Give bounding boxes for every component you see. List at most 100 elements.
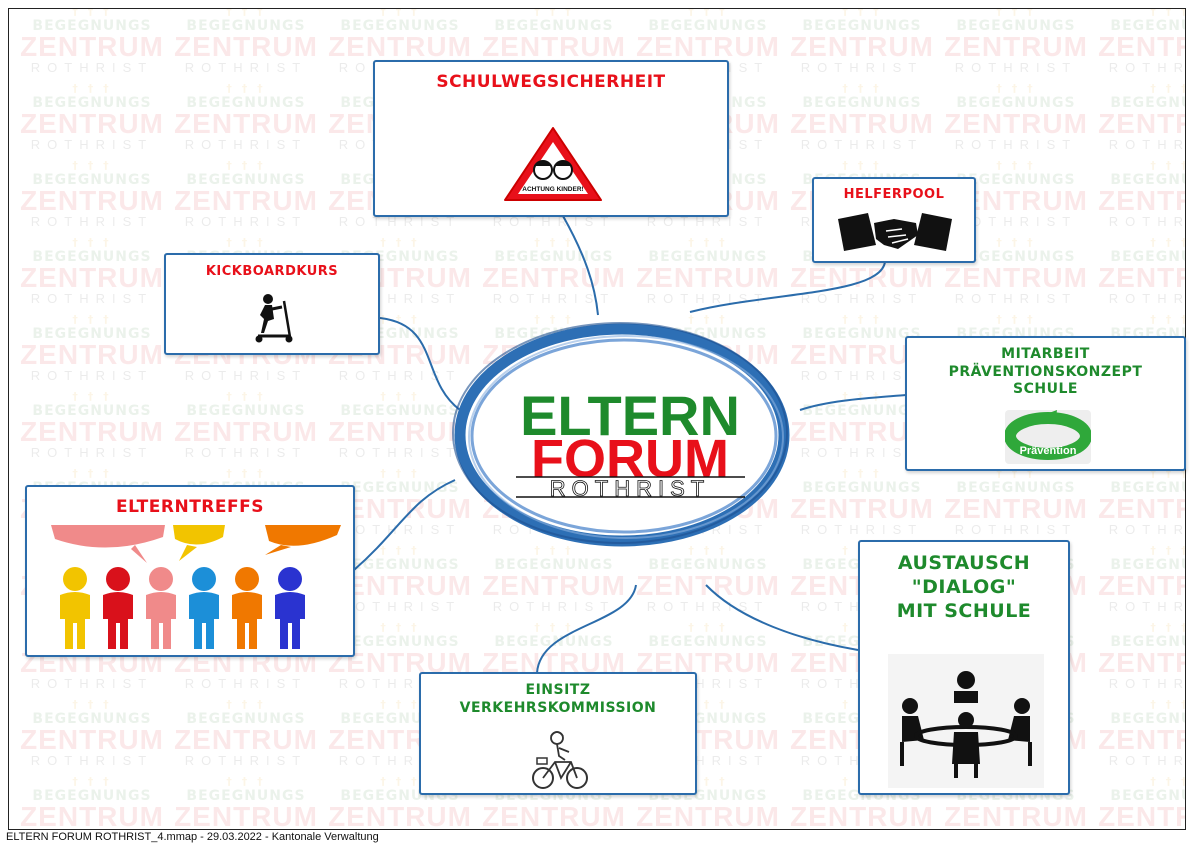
- watermark-line-2: ZENTRUM: [1098, 185, 1185, 216]
- watermark-figures: † † †: [842, 159, 882, 172]
- speech-bubble-tail: [179, 545, 197, 561]
- watermark-line-3: ROTHRIST: [954, 522, 1078, 537]
- watermark-line-3: ROTHRIST: [30, 676, 154, 691]
- watermark-line-1: BEGEGNUNGS: [802, 403, 922, 419]
- node-praeventionskonzept[interactable]: MITARBEIT PRÄVENTIONSKONZEPT SCHULE Präv…: [905, 336, 1186, 471]
- watermark-line-2: ZENTRUM: [1098, 570, 1185, 601]
- watermark-line-3: ROTHRIST: [492, 599, 616, 614]
- watermark-line-2: ZENTRUM: [482, 801, 626, 830]
- watermark-line-3: ROTHRIST: [1108, 291, 1185, 306]
- watermark-line-1: BEGEGNUNGS: [1110, 480, 1185, 496]
- sign-text: ACHTUNG KINDER!: [522, 186, 583, 193]
- watermark-line-2: ZENTRUM: [790, 801, 934, 830]
- watermark-line-3: ROTHRIST: [184, 60, 308, 75]
- prevention-badge-icon: Prävention: [1005, 410, 1091, 464]
- watermark-line-2: ZENTRUM: [174, 108, 318, 139]
- watermark-line-1: BEGEGNUNGS: [1110, 711, 1185, 727]
- watermark-figures: † † †: [688, 313, 728, 326]
- watermark-line-1: BEGEGNUNGS: [956, 18, 1076, 34]
- watermark-figures: † † †: [534, 9, 574, 18]
- handshake-icon: [838, 213, 952, 251]
- watermark-line-1: BEGEGNUNGS: [802, 18, 922, 34]
- person-figure: [232, 567, 262, 649]
- watermark-line-1: BEGEGNUNGS: [186, 711, 306, 727]
- watermark-figures: † † †: [1150, 544, 1185, 557]
- watermark-figures: † † †: [380, 775, 420, 788]
- node-einsitz-verkehrskommission[interactable]: EINSITZ VERKEHRSKOMMISSION: [419, 672, 697, 795]
- node-title: KICKBOARDKURS: [205, 264, 339, 279]
- link-schulweg: [562, 215, 599, 316]
- title-line-2: VERKEHRSKOMMISSION: [459, 699, 657, 716]
- logo-eltern: ELTERN: [520, 384, 740, 447]
- watermark-line-2: ZENTRUM: [328, 416, 472, 447]
- watermark-figures: † † †: [72, 313, 112, 326]
- watermark-line-1: BEGEGNUNGS: [1110, 18, 1185, 34]
- node-title: MITARBEIT PRÄVENTIONSKONZEPT SCHULE: [907, 346, 1184, 399]
- watermark-figures: † † †: [842, 313, 882, 326]
- node-title: ELTERNTREFFS: [116, 497, 264, 517]
- node-title: HELFERPOOL: [843, 187, 945, 202]
- link-austausch: [705, 584, 859, 651]
- watermark-line-1: BEGEGNUNGS: [32, 711, 152, 727]
- node-elterntreffs[interactable]: ELTERNTREFFS: [25, 485, 355, 657]
- node-austausch-dialog[interactable]: AUSTAUSCH "DIALOG" MIT SCHULE: [858, 540, 1070, 795]
- watermark-line-1: BEGEGNUNGS: [648, 18, 768, 34]
- watermark-line-3: ROTHRIST: [800, 522, 924, 537]
- watermark-line-3: ROTHRIST: [1108, 137, 1185, 152]
- watermark-line-3: ROTHRIST: [184, 214, 308, 229]
- watermark-line-3: ROTHRIST: [1108, 214, 1185, 229]
- logo-ring: ELTERN FORUM ROTHRIST: [452, 322, 790, 547]
- watermark-figures: † † †: [226, 159, 266, 172]
- watermark-line-3: ROTHRIST: [954, 291, 1078, 306]
- person-figure: [60, 567, 90, 649]
- watermark-line-1: BEGEGNUNGS: [648, 557, 768, 573]
- node-kickboardkurs[interactable]: KICKBOARDKURS: [164, 253, 380, 355]
- watermark-line-1: BEGEGNUNGS: [1110, 634, 1185, 650]
- watermark-line-3: ROTHRIST: [30, 291, 154, 306]
- watermark-line-3: ROTHRIST: [800, 60, 924, 75]
- warning-sign-icon: ACHTUNG KINDER!: [504, 127, 602, 201]
- link-helferpool: [689, 261, 886, 313]
- watermark-line-3: ROTHRIST: [492, 214, 616, 229]
- watermark-line-1: BEGEGNUNGS: [32, 95, 152, 111]
- watermark-line-1: BEGEGNUNGS: [494, 18, 614, 34]
- watermark-line-3: ROTHRIST: [30, 214, 154, 229]
- speech-bubble: [51, 525, 165, 548]
- watermark-line-2: ZENTRUM: [1098, 262, 1185, 293]
- watermark-line-3: ROTHRIST: [1108, 599, 1185, 614]
- watermark-line-1: BEGEGNUNGS: [32, 788, 152, 804]
- watermark-line-1: BEGEGNUNGS: [186, 403, 306, 419]
- title-line-3: SCHULE: [1013, 381, 1078, 397]
- node-schulwegsicherheit[interactable]: SCHULWEGSICHERHEIT ACHTUNG KINDER!: [373, 60, 729, 217]
- node-helferpool[interactable]: HELFERPOOL: [812, 177, 976, 263]
- watermark-line-2: ZENTRUM: [20, 185, 164, 216]
- watermark-line-3: ROTHRIST: [184, 368, 308, 383]
- watermark-line-1: BEGEGNUNGS: [32, 249, 152, 265]
- watermark-figures: † † †: [688, 236, 728, 249]
- watermark-figures: † † †: [1150, 9, 1185, 18]
- watermark-line-3: ROTHRIST: [800, 368, 924, 383]
- watermark-line-2: ZENTRUM: [790, 108, 934, 139]
- watermark-line-1: BEGEGNUNGS: [32, 18, 152, 34]
- watermark-figures: † † †: [380, 621, 420, 634]
- watermark-figures: † † †: [380, 236, 420, 249]
- speech-bubble: [173, 525, 225, 545]
- watermark-line-1: BEGEGNUNGS: [340, 403, 460, 419]
- watermark-line-1: BEGEGNUNGS: [32, 326, 152, 342]
- meeting-table-icon: [888, 654, 1044, 788]
- watermark-line-2: ZENTRUM: [944, 108, 1088, 139]
- watermark-line-1: BEGEGNUNGS: [32, 172, 152, 188]
- watermark-line-3: ROTHRIST: [1108, 60, 1185, 75]
- watermark-figures: † † †: [226, 82, 266, 95]
